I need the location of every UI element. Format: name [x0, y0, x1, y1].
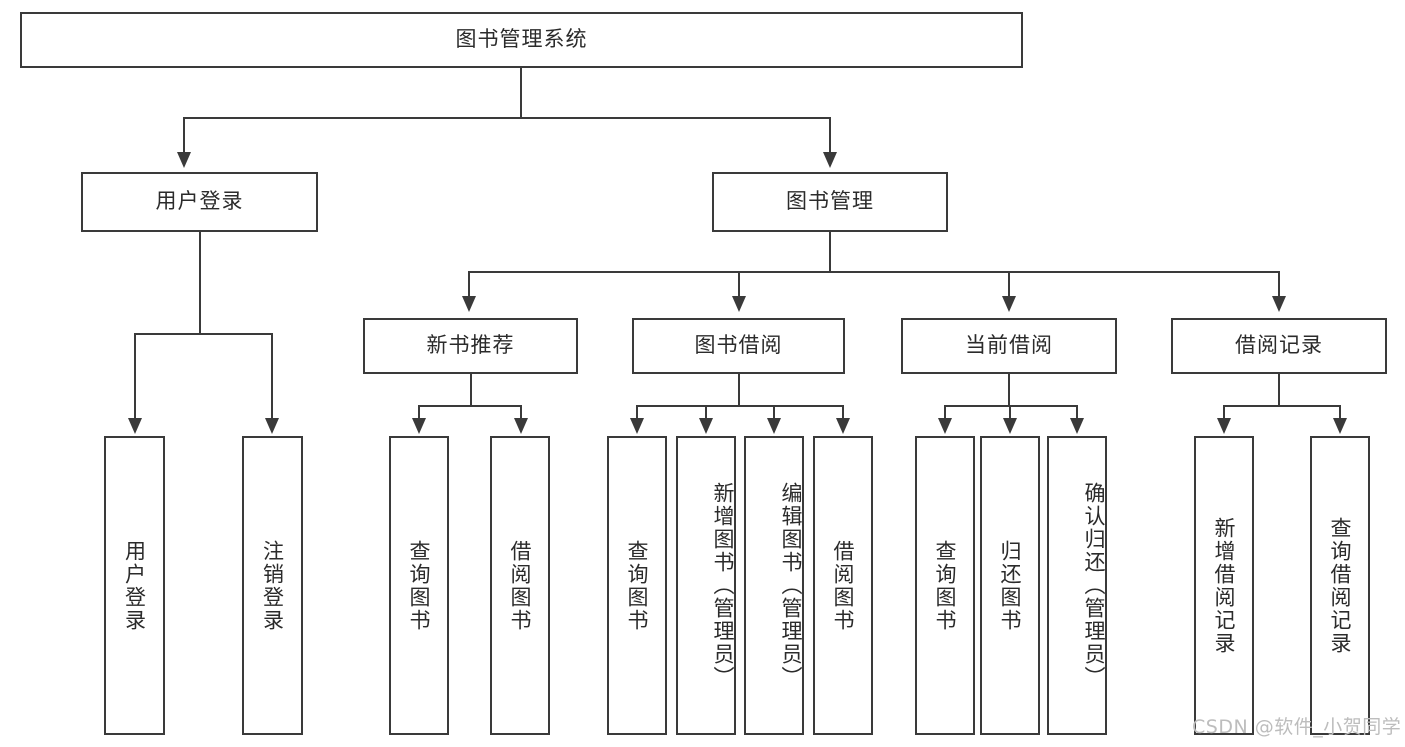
edge-drop-br-leaf-2	[1339, 405, 1341, 419]
node-root-library-management-system[interactable]: 图书管理系统	[20, 12, 1023, 68]
arrowhead-cb-leaf-2-icon	[1003, 418, 1017, 434]
edge-drop-bb-leaf-1	[636, 405, 638, 419]
edge-drop-bb-leaf-2	[705, 405, 707, 419]
edge-drop-bb-leaf-4	[842, 405, 844, 419]
edge-borrow-record-stem	[1278, 374, 1280, 407]
leaf-borrow-book[interactable]: 借阅图书	[813, 436, 873, 735]
node-book-management[interactable]: 图书管理	[712, 172, 948, 232]
leaf-edit-book-admin[interactable]: 编辑图书（管理员）	[744, 436, 804, 735]
edge-drop-cb-leaf-2	[1009, 405, 1011, 419]
arrowhead-nbr-leaf-2-icon	[514, 418, 528, 434]
edge-drop-book-borrow	[738, 271, 740, 297]
leaf-query-book-current[interactable]: 查询图书	[915, 436, 975, 735]
edge-current-borrow-bus	[944, 405, 1078, 407]
arrowhead-bb-leaf-3-icon	[767, 418, 781, 434]
arrowhead-cb-leaf-1-icon	[938, 418, 952, 434]
arrowhead-cb-leaf-3-icon	[1070, 418, 1084, 434]
leaf-query-book-recommend[interactable]: 查询图书	[389, 436, 449, 735]
arrowhead-bb-leaf-2-icon	[699, 418, 713, 434]
arrowhead-leaf-user-login-icon	[128, 418, 142, 434]
edge-current-borrow-stem	[1008, 374, 1010, 407]
edge-new-book-recommend-stem	[470, 374, 472, 407]
node-user-login[interactable]: 用户登录	[81, 172, 318, 232]
edge-drop-book-management	[829, 117, 831, 153]
leaf-query-borrow-record[interactable]: 查询借阅记录	[1310, 436, 1370, 735]
edge-drop-br-leaf-1	[1223, 405, 1225, 419]
arrowhead-br-leaf-1-icon	[1217, 418, 1231, 434]
node-book-borrow[interactable]: 图书借阅	[632, 318, 845, 374]
edge-drop-nbr-leaf-1	[418, 405, 420, 419]
edge-drop-cb-leaf-3	[1076, 405, 1078, 419]
edge-drop-leaf-logout	[271, 333, 273, 419]
edge-drop-bb-leaf-3	[773, 405, 775, 419]
arrowhead-nbr-leaf-1-icon	[412, 418, 426, 434]
edge-drop-leaf-user-login	[134, 333, 136, 419]
arrowhead-new-book-recommend-icon	[462, 296, 476, 312]
edge-book-borrow-stem	[738, 374, 740, 407]
edge-new-book-recommend-bus	[418, 405, 522, 407]
leaf-query-book-borrow[interactable]: 查询图书	[607, 436, 667, 735]
arrowhead-user-login-icon	[177, 152, 191, 168]
edge-drop-current-borrow	[1008, 271, 1010, 297]
leaf-borrow-book-recommend[interactable]: 借阅图书	[490, 436, 550, 735]
edge-user-login-bus	[134, 333, 273, 335]
node-new-book-recommend[interactable]: 新书推荐	[363, 318, 578, 374]
edge-drop-new-book-recommend	[468, 271, 470, 297]
arrowhead-leaf-logout-icon	[265, 418, 279, 434]
leaf-logout[interactable]: 注销登录	[242, 436, 303, 735]
arrowhead-borrow-record-icon	[1272, 296, 1286, 312]
edge-book-management-stem	[829, 232, 831, 273]
edge-book-borrow-bus	[636, 405, 843, 407]
arrowhead-current-borrow-icon	[1002, 296, 1016, 312]
leaf-add-book-admin[interactable]: 新增图书（管理员）	[676, 436, 736, 735]
arrowhead-book-borrow-icon	[732, 296, 746, 312]
arrowhead-bb-leaf-1-icon	[630, 418, 644, 434]
arrowhead-book-management-icon	[823, 152, 837, 168]
node-borrow-record[interactable]: 借阅记录	[1171, 318, 1387, 374]
edge-borrow-record-bus	[1223, 405, 1341, 407]
edge-drop-borrow-record	[1278, 271, 1280, 297]
edge-drop-user-login	[183, 117, 185, 153]
edge-root-stem	[520, 68, 522, 119]
leaf-confirm-return-admin[interactable]: 确认归还（管理员）	[1047, 436, 1107, 735]
leaf-user-login[interactable]: 用户登录	[104, 436, 165, 735]
leaf-add-borrow-record[interactable]: 新增借阅记录	[1194, 436, 1254, 735]
edge-drop-cb-leaf-1	[944, 405, 946, 419]
node-current-borrow[interactable]: 当前借阅	[901, 318, 1117, 374]
leaf-return-book[interactable]: 归还图书	[980, 436, 1040, 735]
edge-book-management-bus	[468, 271, 1280, 273]
edge-root-bus	[183, 117, 831, 119]
arrowhead-br-leaf-2-icon	[1333, 418, 1347, 434]
edge-drop-nbr-leaf-2	[520, 405, 522, 419]
arrowhead-bb-leaf-4-icon	[836, 418, 850, 434]
edge-user-login-stem	[199, 232, 201, 334]
